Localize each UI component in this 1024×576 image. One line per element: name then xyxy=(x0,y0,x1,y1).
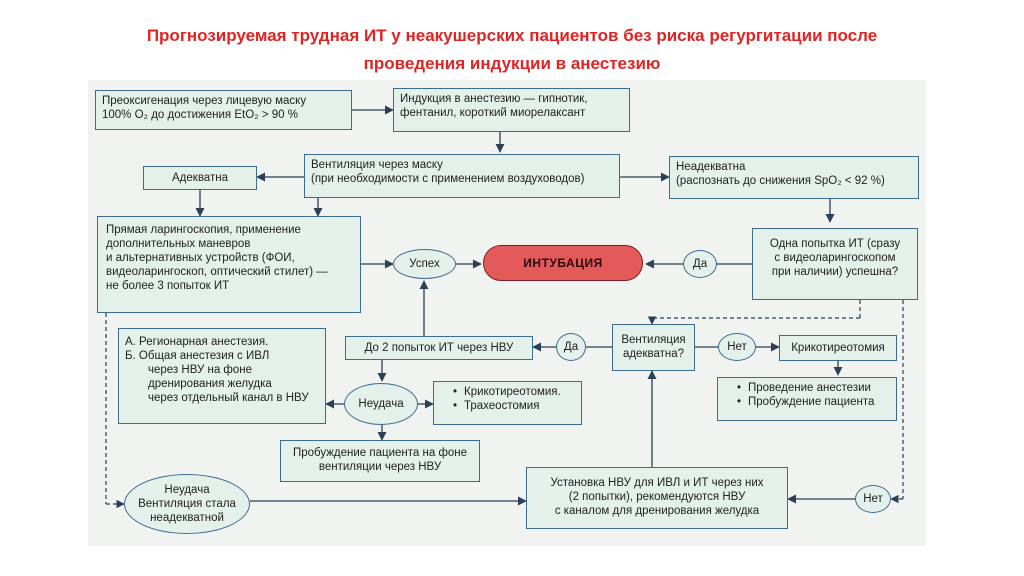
options-line-2: Б. Общая анестезия с ИВЛ xyxy=(125,350,270,362)
induction-line-1: Индукция в анестезию — гипнотик, xyxy=(400,93,588,105)
wake-up-line-1: Пробуждение пациента на фоне xyxy=(292,447,468,459)
laryngoscopy-line-2: дополнительных маневров xyxy=(106,238,251,250)
two-attempts-label: До 2 попыток ИТ через НВУ xyxy=(364,342,514,354)
surgical-item-2: Трахеостомия xyxy=(464,399,575,413)
laryngoscopy-line-4: видеоларингоскоп, оптический стилет) — xyxy=(106,266,328,278)
laryngoscopy-line-1: Прямая ларингоскопия, применение xyxy=(106,224,301,236)
one-attempt-line-2: с видеоларингоскопом xyxy=(774,252,896,264)
title-line-1: Прогнозируемая трудная ИТ у неакушерских… xyxy=(146,26,878,45)
cricothyrotomy-box: Крикотиреотомия xyxy=(779,335,897,361)
vent-adequate-box: Вентиляция адекватна? xyxy=(612,324,695,371)
inadequate-box: Неадекватна (распознать до снижения SpO₂… xyxy=(669,156,919,199)
sga-line-3: с каналом для дренирования желудка xyxy=(554,505,760,517)
title-line-2: проведения индукции в анестезию xyxy=(363,54,661,73)
wake-up-line-2: вентиляции через НВУ xyxy=(318,461,442,473)
no-oval-1: Нет xyxy=(718,333,756,361)
one-attempt-line-3: при наличии) успешна? xyxy=(771,266,899,278)
adequate-box: Адекватна xyxy=(143,166,257,190)
cricothyrotomy-label: Крикотиреотомия xyxy=(791,342,885,354)
no-label-1: Нет xyxy=(727,341,747,353)
laryngoscopy-line-3: и альтернативных устройств (ФОИ, xyxy=(106,252,295,264)
induction-box: Индукция в анестезию — гипнотик, фентани… xyxy=(393,88,630,132)
vent-adequate-line-1: Вентиляция xyxy=(621,334,686,346)
slide-title: Прогнозируемая трудная ИТ у неакушерских… xyxy=(20,22,1004,78)
success-label: Успех xyxy=(409,258,440,270)
mask-vent-line-1: Вентиляция через маску xyxy=(311,159,443,171)
sga-box: Установка НВУ для ИВЛ и ИТ через них (2 … xyxy=(526,467,788,529)
intubation-label: ИНТУБАЦИЯ xyxy=(523,256,603,270)
sga-line-2: (2 попытки), рекомендуются НВУ xyxy=(568,491,746,503)
inadequate-line-2: (распознать до снижения SpO₂ < 92 %) xyxy=(676,175,885,187)
yes-oval-2: Да xyxy=(556,333,586,361)
failure2-line-2: Вентиляция стала xyxy=(138,498,236,510)
adequate-label: Адекватна xyxy=(172,172,228,184)
anesthesia-options-box: А. Регионарная анестезия. Б. Общая анест… xyxy=(118,328,326,424)
anesthesia-list: Проведение анестезии Пробуждение пациент… xyxy=(734,381,890,409)
one-attempt-box: Одна попытка ИТ (сразу с видеоларингоско… xyxy=(752,228,918,300)
failure-label-1: Неудача xyxy=(358,398,404,410)
two-attempts-box: До 2 попыток ИТ через НВУ xyxy=(345,336,533,360)
yes-oval-1: Да xyxy=(683,250,717,278)
sga-line-1: Установка НВУ для ИВЛ и ИТ через них xyxy=(550,477,764,489)
anesthesia-continue-box: Проведение анестезии Пробуждение пациент… xyxy=(717,377,897,421)
failure-oval-2: Неудача Вентиляция стала неадекватной xyxy=(124,474,250,534)
no-label-2: Нет xyxy=(863,493,883,505)
anesthesia-item-2: Пробуждение пациента xyxy=(748,395,890,409)
induction-line-2: фентанил, короткий миорелаксант xyxy=(400,107,586,119)
anesthesia-item-1: Проведение анестезии xyxy=(748,381,890,395)
laryngoscopy-box: Прямая ларингоскопия, применение дополни… xyxy=(97,216,361,313)
failure2-line-3: неадекватной xyxy=(150,512,224,524)
yes-label-1: Да xyxy=(692,258,708,270)
options-line-1: А. Регионарная анестезия. xyxy=(125,336,269,348)
mask-vent-line-2: (при необходимости с применением воздухо… xyxy=(311,173,585,185)
no-oval-2: Нет xyxy=(855,485,891,513)
options-line-5: через отдельный канал в НВУ xyxy=(148,392,309,404)
one-attempt-line-1: Одна попытка ИТ (сразу xyxy=(769,238,901,250)
intubation-node: ИНТУБАЦИЯ xyxy=(483,245,643,281)
mask-ventilation-box: Вентиляция через маску (при необходимост… xyxy=(304,154,620,198)
surgical-list: Крикотиреотомия. Трахеостомия xyxy=(450,385,575,413)
preox-line-1: Преоксигенация через лицевую маску xyxy=(102,95,307,107)
options-line-4: дренирования желудка xyxy=(148,378,272,390)
success-oval: Успех xyxy=(393,249,456,279)
failure-oval-1: Неудача xyxy=(344,383,418,425)
preoxygenation-box: Преоксигенация через лицевую маску 100% … xyxy=(95,90,352,130)
failure2-line-1: Неудача xyxy=(164,484,210,496)
wake-up-box: Пробуждение пациента на фоне вентиляции … xyxy=(280,440,480,482)
inadequate-line-1: Неадекватна xyxy=(676,161,746,173)
vent-adequate-line-2: адекватна? xyxy=(622,348,685,360)
surgical-item-1: Крикотиреотомия. xyxy=(464,385,575,399)
options-line-3: через НВУ на фоне xyxy=(148,364,253,376)
yes-label-2: Да xyxy=(563,341,579,353)
laryngoscopy-line-5: не более 3 попыток ИТ xyxy=(106,280,230,292)
preox-line-2: 100% O₂ до достижения EtO₂ > 90 % xyxy=(102,109,298,121)
surgical-airway-box: Крикотиреотомия. Трахеостомия xyxy=(433,381,582,425)
